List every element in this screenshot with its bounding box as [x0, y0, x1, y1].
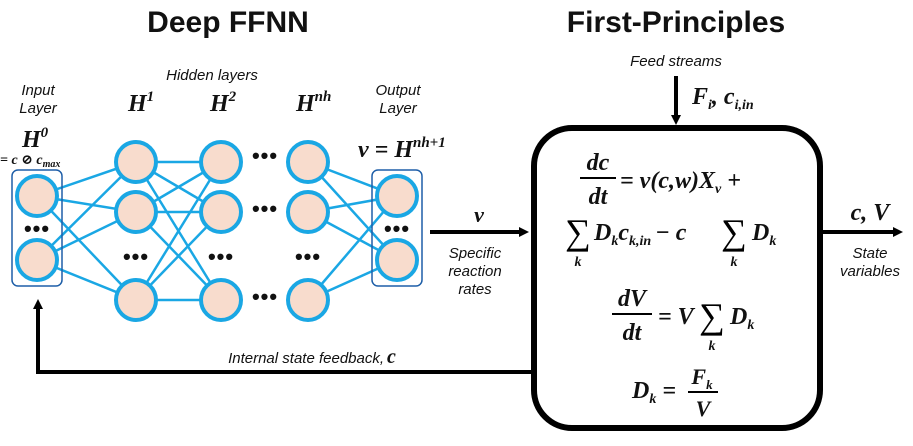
state-variables-symbol: c, V — [851, 200, 892, 226]
output-layer-label-line2: Layer — [379, 100, 418, 117]
between-layers-ellipsis-1: ••• — [252, 143, 278, 168]
node-input-0 — [15, 174, 59, 218]
eq1-sum-index-1: k — [575, 255, 582, 270]
equation-mass-balance: dc dt = v(c,w)Xv+ ∑ k Dkck,in− c ∑ k Dk — [565, 150, 776, 270]
eq2-rhs: = V — [658, 304, 696, 330]
network-nodes — [15, 140, 419, 322]
node-hidden-1-2 — [114, 278, 158, 322]
eq2-numerator: dV — [618, 286, 648, 312]
feedback-arrow — [33, 299, 532, 374]
eq1-line2-final-term: Dk — [751, 220, 776, 249]
hidden-layers-label: Hidden layers — [166, 67, 258, 84]
state-variables-desc-line2: variables — [840, 263, 901, 280]
node-output-1 — [375, 238, 419, 282]
between-layers-ellipsis-3: ••• — [252, 284, 278, 309]
eq1-sum-symbol-2: ∑ — [721, 212, 747, 252]
eq2-denominator: dt — [623, 320, 643, 346]
eq3-lhs: Dk= — [631, 378, 676, 407]
input-layer-definition: = c ⊘ cmax — [0, 153, 60, 170]
output-layer-ellipsis: ••• — [384, 216, 410, 241]
output-layer-equation: v = Hnh+1 — [358, 135, 446, 163]
node-hidden-nh-0 — [286, 140, 330, 184]
edge-hidden-1-2-to-hidden-2-0 — [134, 161, 223, 301]
input-layer-symbol: H0 — [21, 125, 49, 153]
edge-input-1-to-hidden-1-0 — [36, 161, 137, 261]
eq1-sum-symbol-1: ∑ — [565, 212, 591, 252]
title-first-principles: First-Principles — [567, 6, 785, 39]
reaction-rate-variable: v — [474, 202, 484, 227]
edge-hidden-nh-0-to-output-1 — [307, 161, 398, 261]
equation-dilution-rate: Dk= Fk V — [631, 364, 718, 421]
eq1-sum-index-2: k — [731, 255, 738, 270]
node-input-1 — [15, 238, 59, 282]
eq2-sum-index: k — [709, 339, 716, 354]
reaction-rate-desc-line2: reaction — [448, 263, 501, 280]
hidden-layer-1-symbol: H1 — [127, 89, 154, 117]
eq1-line2-terms: Dkck,in− c — [593, 220, 687, 249]
input-layer-box — [11, 169, 63, 287]
input-layer-label-line2: Layer — [19, 100, 58, 117]
eq3-numerator: Fk — [690, 364, 713, 392]
feed-streams-variables: Fi, ci,in — [691, 84, 754, 113]
output-layer-label-line1: Output — [375, 82, 421, 99]
hidden-layer-1-ellipsis: ••• — [123, 244, 149, 269]
hidden-layer-2-ellipsis: ••• — [208, 244, 234, 269]
node-output-0 — [375, 174, 419, 218]
edge-input-0-to-hidden-1-2 — [36, 195, 137, 301]
between-layers-ellipsis-2: ••• — [252, 196, 278, 221]
eq2-sum-symbol: ∑ — [699, 296, 725, 336]
eq1-rhs: = v(c,w)Xv+ — [620, 168, 741, 197]
node-hidden-1-1 — [114, 190, 158, 234]
hidden-layer-nh-ellipsis: ••• — [295, 244, 321, 269]
node-hidden-2-2 — [199, 278, 243, 322]
eq1-denominator: dt — [589, 184, 609, 210]
node-hidden-nh-1 — [286, 190, 330, 234]
node-hidden-2-0 — [199, 140, 243, 184]
equation-volume-balance: dV dt = V ∑ k Dk — [612, 286, 754, 354]
feed-streams-label: Feed streams — [630, 53, 722, 70]
hidden-layer-2-symbol: H2 — [209, 89, 237, 117]
feedback-label: Internal state feedback,c — [228, 346, 396, 368]
hidden-layer-nh-symbol: Hnh — [295, 89, 331, 117]
reaction-rate-desc-line3: rates — [458, 281, 492, 298]
eq3-denominator: V — [696, 396, 713, 421]
state-variables-desc-line1: State — [852, 245, 887, 262]
reaction-rate-desc-line1: Specific — [449, 245, 502, 262]
eq2-final-term: Dk — [729, 304, 754, 333]
title-deep-ffnn: Deep FFNN — [147, 6, 309, 39]
input-layer-ellipsis: ••• — [24, 216, 50, 241]
node-hidden-2-1 — [199, 190, 243, 234]
output-layer-box — [371, 169, 423, 287]
node-hidden-1-0 — [114, 140, 158, 184]
eq1-numerator: dc — [587, 150, 610, 176]
node-hidden-nh-2 — [286, 278, 330, 322]
edge-hidden-nh-2-to-output-0 — [307, 195, 398, 301]
first-principles-block — [531, 125, 823, 431]
input-layer-label-line1: Input — [21, 82, 55, 99]
